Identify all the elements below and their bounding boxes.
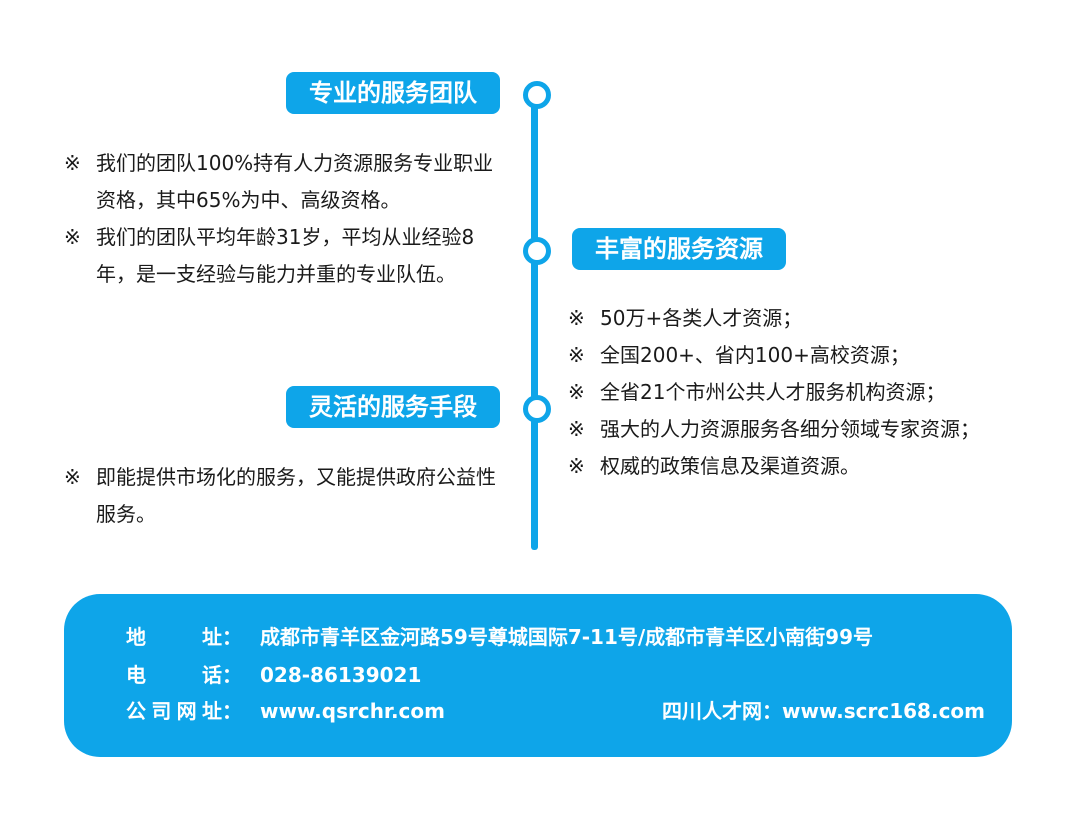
section-title-resources: 丰富的服务资源: [572, 228, 786, 270]
bullet-mark: ※: [568, 343, 585, 367]
timeline-node-means: [523, 395, 551, 423]
team-item-1: 我们的团队100%持有人力资源服务专业职业资格，其中65%为中、高级资格。: [96, 151, 494, 212]
timeline-node-team: [523, 81, 551, 109]
list-item: ※ 全国200+、省内100+高校资源；: [568, 337, 1038, 374]
address-label-char: 地: [126, 625, 146, 649]
team-list: ※ 我们的团队100%持有人力资源服务专业职业资格，其中65%为中、高级资格。 ※…: [64, 145, 509, 293]
resources-list: ※ 50万+各类人才资源； ※ 全国200+、省内100+高校资源； ※ 全省21个市…: [568, 300, 1038, 485]
resources-item-4: 强大的人力资源服务各细分领域专家资源；: [600, 417, 980, 441]
website-label-char: 公: [126, 699, 146, 723]
website-row: 公司网址： www.qsrchr.com 四川人才网：www.scrc168.co…: [126, 693, 1006, 729]
resources-item-5: 权威的政策信息及渠道资源。: [600, 454, 860, 478]
sichuan-talent-site: 四川人才网：www.scrc168.com: [662, 693, 985, 729]
list-item: ※ 我们的团队平均年龄31岁，平均从业经验8年，是一支经验与能力并重的专业队伍。: [64, 219, 509, 293]
resources-item-2: 全国200+、省内100+高校资源；: [600, 343, 910, 367]
list-item: ※ 即能提供市场化的服务，又能提供政府公益性服务。: [64, 459, 509, 533]
timeline-line: [531, 92, 538, 550]
resources-item-1: 50万+各类人才资源；: [600, 306, 803, 330]
address-row: 地 址： 成都市青羊区金河路59号尊城国际7-11号/成都市青羊区小南街99号: [126, 619, 873, 655]
resources-item-3: 全省21个市州公共人才服务机构资源；: [600, 380, 946, 404]
list-item: ※ 强大的人力资源服务各细分领域专家资源；: [568, 411, 1038, 448]
phone-value: 028-86139021: [260, 663, 422, 687]
contact-box: 地址：成都市青羊区金河路59号尊城国际7-11号/成都市青羊区小南街99号 电话…: [64, 594, 1012, 757]
phone-label-char: 话：: [202, 663, 242, 687]
website-label: 公司网址：: [126, 693, 242, 729]
section-title-means: 灵活的服务手段: [286, 386, 500, 428]
website-label-char: 司: [151, 699, 172, 723]
website-label-char: 址：: [201, 699, 242, 723]
bullet-mark: ※: [568, 306, 585, 330]
list-item: ※ 全省21个市州公共人才服务机构资源；: [568, 374, 1038, 411]
bullet-mark: ※: [568, 417, 585, 441]
address-label-char: 址：: [202, 625, 242, 649]
bullet-mark: ※: [568, 454, 585, 478]
bullet-mark: ※: [64, 225, 81, 249]
sichuan-label: 四川人才网：: [662, 699, 782, 723]
bullet-mark: ※: [64, 151, 81, 175]
address-label: 地 址：: [126, 619, 242, 655]
website-link[interactable]: www.qsrchr.com: [260, 699, 445, 723]
team-item-2: 我们的团队平均年龄31岁，平均从业经验8年，是一支经验与能力并重的专业队伍。: [96, 225, 475, 286]
address-value: 成都市青羊区金河路59号尊城国际7-11号/成都市青羊区小南街99号: [260, 625, 874, 649]
phone-label: 电 话：: [126, 657, 242, 693]
means-list: ※ 即能提供市场化的服务，又能提供政府公益性服务。: [64, 459, 509, 533]
phone-label-char: 电: [126, 663, 146, 687]
bullet-mark: ※: [64, 465, 81, 489]
list-item: ※ 权威的政策信息及渠道资源。: [568, 448, 1038, 485]
phone-row: 电 话： 028-86139021: [126, 657, 421, 693]
means-item-1: 即能提供市场化的服务，又能提供政府公益性服务。: [96, 465, 496, 526]
list-item: ※ 50万+各类人才资源；: [568, 300, 1038, 337]
website-label-char: 网: [176, 699, 197, 723]
sichuan-link[interactable]: www.scrc168.com: [782, 699, 986, 723]
list-item: ※ 我们的团队100%持有人力资源服务专业职业资格，其中65%为中、高级资格。: [64, 145, 509, 219]
timeline-node-resources: [523, 237, 551, 265]
bullet-mark: ※: [568, 380, 585, 404]
section-title-team: 专业的服务团队: [286, 72, 500, 114]
